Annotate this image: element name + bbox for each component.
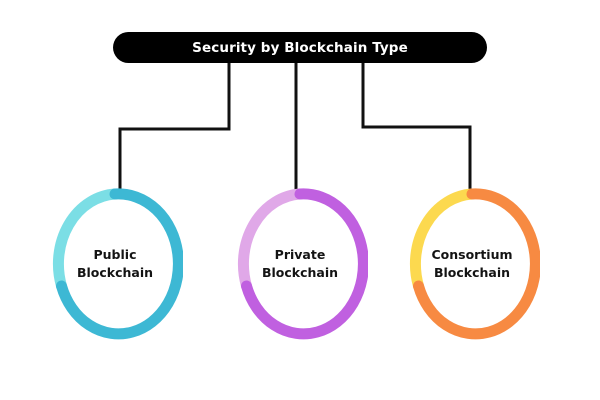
- node-private-blockchain[interactable]: Private Blockchain: [232, 186, 368, 342]
- diagram-title-pill: Security by Blockchain Type: [113, 32, 487, 63]
- ring-arc-light: [237, 188, 306, 292]
- page-title: Security by Blockchain Type: [192, 39, 408, 56]
- ring-arc-dark: [241, 188, 368, 340]
- ring-icon: [52, 188, 183, 340]
- ring-arc-dark: [413, 188, 540, 340]
- ring-arc-dark: [56, 188, 183, 340]
- node-consortium-blockchain[interactable]: Consortium Blockchain: [404, 186, 540, 342]
- connector-to-public: [118, 60, 231, 192]
- ring-arc-light: [52, 188, 121, 292]
- node-public-blockchain[interactable]: Public Blockchain: [47, 186, 183, 342]
- ring-icon: [237, 188, 368, 340]
- connector-to-consortium: [361, 60, 472, 192]
- ring-arc-light: [409, 188, 478, 292]
- ring-icon: [409, 188, 540, 340]
